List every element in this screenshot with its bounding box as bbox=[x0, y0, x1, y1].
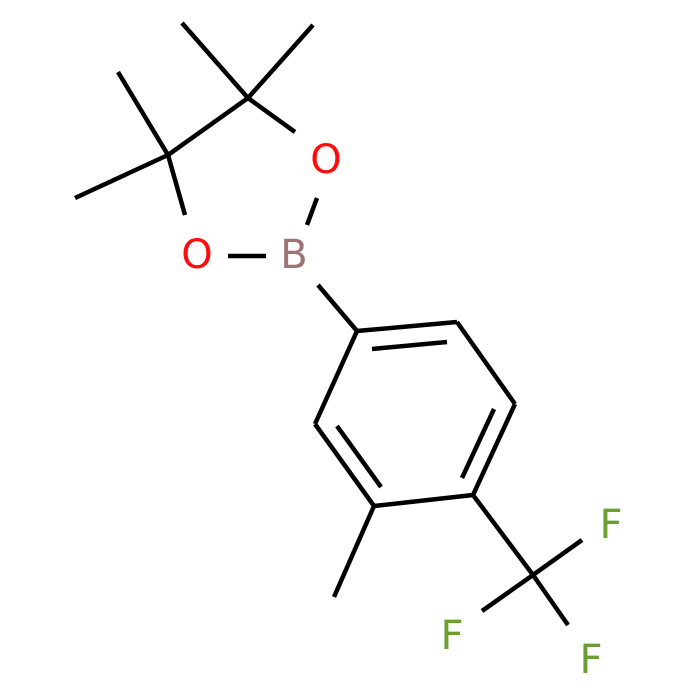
atom-o-left: O bbox=[181, 232, 212, 278]
bond-ring-2 bbox=[455, 320, 517, 406]
atom-boron: B bbox=[280, 232, 307, 278]
bond-ring-3-inner bbox=[459, 408, 497, 479]
bond-cf3-f-left bbox=[480, 573, 535, 613]
bond-ring-1 bbox=[356, 319, 458, 334]
bond-aryl-cf3 bbox=[471, 493, 535, 577]
bond-ring-3 bbox=[470, 403, 518, 496]
bond-c2-o-top bbox=[246, 96, 297, 134]
bond-cf3-f-top bbox=[531, 538, 584, 577]
bond-methyl-c2b bbox=[246, 23, 315, 100]
bond-methyl-c2a bbox=[180, 21, 250, 100]
bond-ring-6 bbox=[312, 330, 360, 425]
bond-ring-1-inner bbox=[371, 339, 448, 352]
atom-f-left: F bbox=[440, 613, 463, 659]
bond-methyl-c1b bbox=[74, 152, 169, 201]
bond-o-top-b bbox=[304, 197, 320, 226]
bond-c1-o-left bbox=[165, 154, 188, 216]
bond-ring-5-inner bbox=[335, 424, 383, 489]
bond-ring-5 bbox=[313, 422, 376, 508]
atom-f-top: F bbox=[599, 502, 622, 548]
bond-c1-c2 bbox=[166, 96, 250, 157]
atom-f-bottom: F bbox=[579, 637, 602, 683]
atom-o-top: O bbox=[310, 137, 341, 183]
bond-ring-4 bbox=[373, 492, 474, 509]
bond-cf3-f-bottom bbox=[531, 573, 570, 627]
bond-methyl-c1a bbox=[116, 70, 170, 157]
bond-b-aryl bbox=[316, 283, 359, 333]
bond-methyl-aryl bbox=[331, 505, 377, 598]
